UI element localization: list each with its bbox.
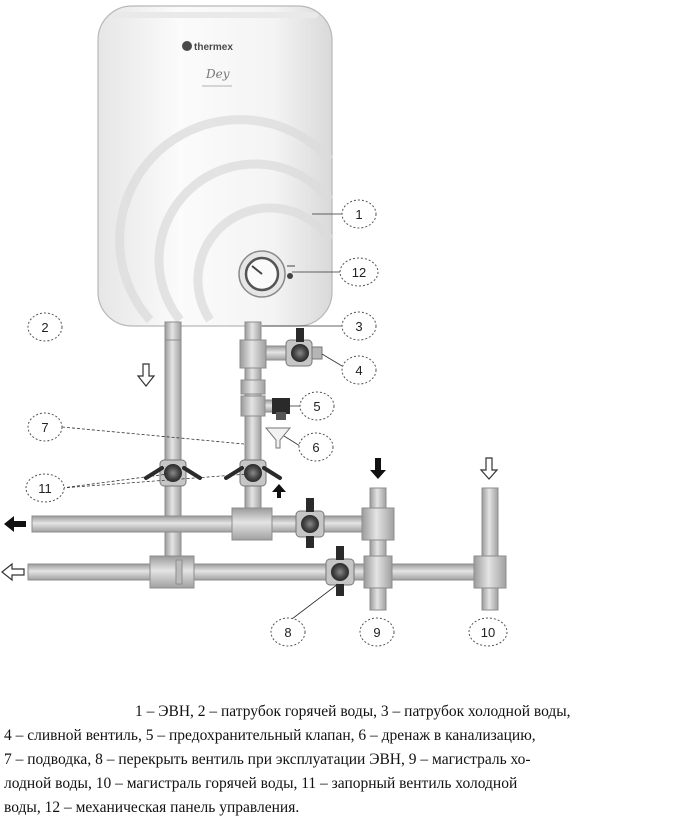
svg-text:5: 5 bbox=[313, 399, 320, 414]
leader-lines bbox=[61, 213, 343, 623]
figure-caption: 1 – ЭВН, 2 – патрубок горячей воды, 3 – … bbox=[4, 700, 694, 820]
decorative-arcs bbox=[115, 115, 334, 323]
svg-text:10: 10 bbox=[481, 625, 495, 640]
hot-line-valve bbox=[144, 459, 202, 487]
svg-text:2: 2 bbox=[41, 320, 48, 335]
drain-funnel-icon bbox=[264, 427, 292, 449]
indicator-lamp bbox=[287, 273, 293, 279]
svg-text:3: 3 bbox=[355, 319, 362, 334]
svg-text:8: 8 bbox=[284, 625, 291, 640]
callout-8: 8 bbox=[270, 617, 306, 647]
svg-text:6: 6 bbox=[312, 440, 319, 455]
callout-2: 2 bbox=[27, 312, 63, 342]
model-label: Dey bbox=[205, 67, 230, 81]
caption-line: 7 – подводка, 8 – перекрыть вентиль при … bbox=[4, 751, 531, 768]
drain-valve bbox=[285, 328, 323, 367]
callout-10: 10 bbox=[468, 617, 508, 647]
callout-1: 1 bbox=[341, 199, 377, 229]
upper-main-valve bbox=[295, 498, 325, 548]
flow-arrows bbox=[1, 363, 499, 582]
svg-text:1: 1 bbox=[355, 207, 362, 222]
cold-down-arrow-icon bbox=[370, 458, 386, 479]
svg-text:11: 11 bbox=[38, 481, 52, 496]
svg-text:4: 4 bbox=[355, 363, 362, 378]
svg-text:9: 9 bbox=[373, 625, 380, 640]
hot-down-arrow-icon bbox=[479, 457, 499, 480]
caption-line: 1 – ЭВН, 2 – патрубок горячей воды, 3 – … bbox=[135, 703, 571, 720]
callout-11: 11 bbox=[25, 473, 65, 503]
callout-3: 3 bbox=[341, 311, 377, 341]
cold-up-arrow-icon bbox=[272, 484, 286, 498]
caption-line: лодной воды, 10 – магистраль горячей вод… bbox=[4, 775, 518, 792]
brand-logo: thermex bbox=[182, 41, 233, 53]
water-heater: thermex Dey bbox=[97, 5, 334, 327]
svg-text:12: 12 bbox=[352, 265, 366, 280]
callout-7: 7 bbox=[27, 412, 63, 442]
safety-valve bbox=[272, 398, 290, 420]
hot-flow-arrow-icon bbox=[136, 363, 156, 387]
hot-left-arrow-icon bbox=[1, 562, 25, 582]
callout-4: 4 bbox=[341, 355, 377, 385]
brand-label: thermex bbox=[194, 42, 233, 53]
bypass-valve bbox=[325, 546, 355, 596]
callout-9: 9 bbox=[359, 617, 395, 647]
caption-line: воды, 12 – механическая панель управлени… bbox=[4, 799, 300, 816]
caption-line: 4 – сливной вентиль, 5 – предохранительн… bbox=[4, 727, 536, 744]
svg-text:7: 7 bbox=[41, 420, 48, 435]
outflow-left-arrow-icon bbox=[4, 516, 26, 532]
callout-5: 5 bbox=[299, 391, 335, 421]
cold-shutoff-valve bbox=[224, 459, 282, 487]
callout-6: 6 bbox=[298, 432, 334, 462]
pipes bbox=[27, 321, 507, 611]
installation-diagram: thermex Dey bbox=[1, 5, 508, 647]
callout-12: 12 bbox=[339, 257, 379, 287]
control-knob bbox=[238, 250, 286, 298]
